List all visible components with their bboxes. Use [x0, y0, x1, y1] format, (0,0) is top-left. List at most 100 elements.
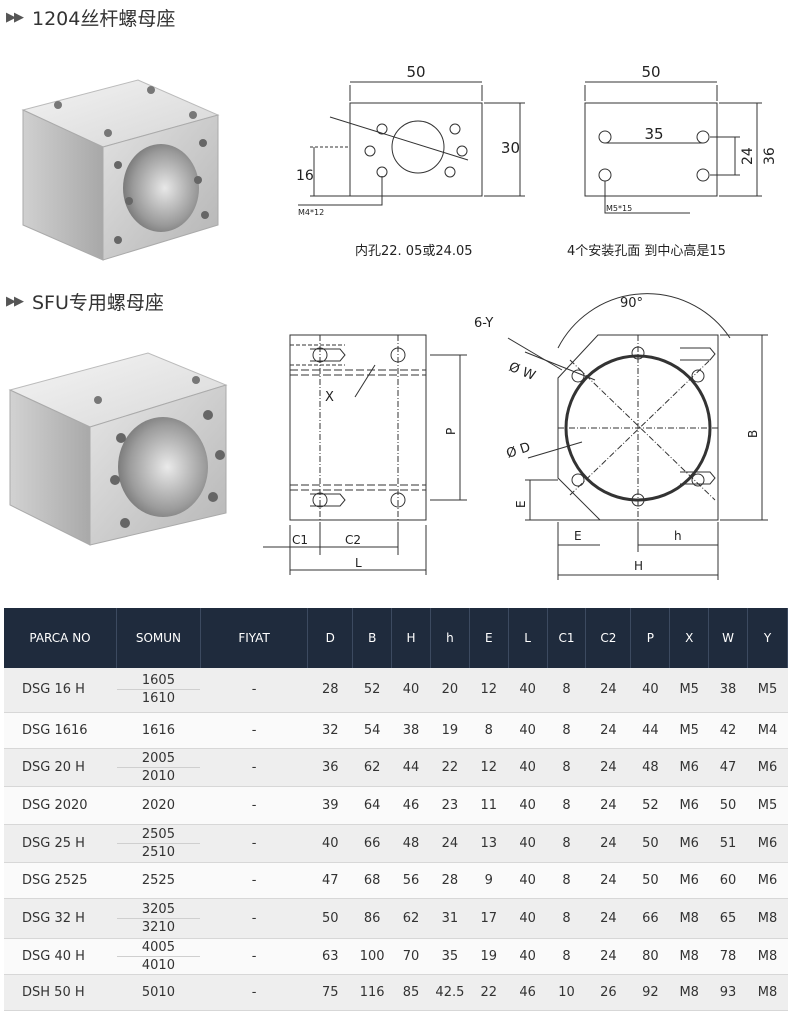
- column-header: PARCA NO: [4, 608, 117, 668]
- dimension-cell: 20: [430, 668, 470, 713]
- price-cell: -: [200, 898, 308, 939]
- nut-model-cell: 2020: [116, 786, 201, 825]
- part-number-cell: DSG 25 H: [4, 824, 117, 863]
- dimension-cell: 78: [708, 938, 748, 975]
- dimension-cell: 8: [547, 938, 586, 975]
- dimension-cell: 24: [585, 938, 631, 975]
- front-view-height-label: 30: [501, 139, 520, 157]
- dimension-cell: 52: [630, 786, 670, 825]
- dimension-cell: M8: [747, 974, 788, 1011]
- dimension-cell: 8: [547, 712, 586, 749]
- dimension-cell: 93: [708, 974, 748, 1011]
- dimension-cell: 51: [708, 824, 748, 863]
- dimension-cell: 64: [352, 786, 392, 825]
- dimension-cell: 13: [469, 824, 509, 863]
- sfu-front-label-h-small: h: [674, 529, 682, 543]
- sfu-front-label-w: Ø W: [507, 360, 538, 384]
- dimension-cell: M8: [747, 898, 788, 939]
- dimension-cell: 48: [630, 748, 670, 787]
- nut-model: 4005: [141, 939, 175, 955]
- part-number-cell: DSG 32 H: [4, 898, 117, 939]
- column-header: L: [508, 608, 548, 668]
- column-header: X: [669, 608, 710, 668]
- dimension-cell: M4: [747, 712, 788, 749]
- nut-model-cell: 5010: [116, 974, 201, 1011]
- dimension-cell: 26: [585, 974, 631, 1011]
- caption-bore-size: 内孔22. 05或24.05: [355, 244, 473, 259]
- dimension-cell: 40: [630, 668, 670, 713]
- dimension-cell: 92: [630, 974, 670, 1011]
- nut-model: 2020: [141, 797, 175, 813]
- price-cell: -: [200, 712, 308, 749]
- dimension-cell: 75: [307, 974, 353, 1011]
- dimension-cell: 100: [352, 938, 392, 975]
- dimension-cell: 10: [547, 974, 586, 1011]
- dimension-cell: 68: [352, 862, 392, 899]
- column-header: W: [708, 608, 748, 668]
- dimension-cell: 24: [585, 712, 631, 749]
- nut-model: 2510: [116, 842, 201, 861]
- price-cell: -: [200, 824, 308, 863]
- front-view-hole-note: M4*12: [298, 208, 324, 217]
- dimension-cell: 65: [708, 898, 748, 939]
- dimension-cell: 38: [391, 712, 431, 749]
- sfu-front-label-angle: 90°: [620, 296, 643, 311]
- dimension-cell: 39: [307, 786, 353, 825]
- dimension-cell: 62: [391, 898, 431, 939]
- part-number-cell: DSG 20 H: [4, 748, 117, 787]
- sfu-side-label-x: X: [325, 390, 334, 405]
- dimension-cell: 66: [630, 898, 670, 939]
- dimension-cell: 36: [307, 748, 353, 787]
- dimension-cell: M8: [747, 938, 788, 975]
- dimension-cell: M6: [747, 748, 788, 787]
- dimension-cell: 46: [508, 974, 548, 1011]
- dimension-cell: M6: [669, 786, 709, 825]
- dimension-cell: 62: [352, 748, 392, 787]
- nut-model: 2010: [116, 766, 201, 785]
- dimension-cell: 40: [508, 938, 548, 975]
- side-view-drawing-1204: 50 35 24 36 M5*15: [584, 63, 778, 214]
- section1-heading: ▶▶ 1204丝杆螺母座: [6, 4, 175, 31]
- dimension-cell: 40: [391, 668, 431, 713]
- dimension-cell: 44: [391, 748, 431, 787]
- column-header: H: [391, 608, 431, 668]
- part-number-cell: DSH 50 H: [4, 974, 117, 1011]
- sfu-side-label-p: P: [444, 428, 458, 435]
- column-header: Y: [747, 608, 789, 668]
- dimension-cell: 40: [508, 862, 548, 899]
- part-number-cell: DSG 2525: [4, 862, 117, 899]
- dimension-cell: 60: [708, 862, 748, 899]
- dimension-cell: M5: [747, 786, 788, 825]
- double-arrow-icon: ▶▶: [6, 294, 24, 309]
- nut-model: 2525: [141, 872, 175, 888]
- dimension-cell: 24: [585, 786, 631, 825]
- dimension-cell: 47: [307, 862, 353, 899]
- column-header: FIYAT: [200, 608, 309, 668]
- section2-title: SFU专用螺母座: [32, 292, 164, 314]
- nut-block-1204-image: [21, 79, 220, 261]
- dimension-cell: 24: [585, 898, 631, 939]
- dimension-cell: 66: [352, 824, 392, 863]
- dimension-cell: 8: [547, 668, 586, 713]
- dimension-cell: 63: [307, 938, 353, 975]
- dimension-cell: M5: [669, 712, 709, 749]
- dimension-cell: 46: [391, 786, 431, 825]
- dimension-cell: 8: [547, 786, 586, 825]
- dimension-cell: 8: [469, 712, 509, 749]
- dimension-cell: 35: [430, 938, 470, 975]
- column-header: D: [307, 608, 354, 668]
- sfu-front-label-h-big: H: [634, 559, 643, 573]
- dimension-cell: 24: [585, 748, 631, 787]
- dimension-cell: 19: [469, 938, 509, 975]
- dimension-cell: 23: [430, 786, 470, 825]
- side-view-hole-spacing-label: 35: [644, 125, 663, 143]
- dimension-cell: 50: [630, 824, 670, 863]
- dimension-cell: 19: [430, 712, 470, 749]
